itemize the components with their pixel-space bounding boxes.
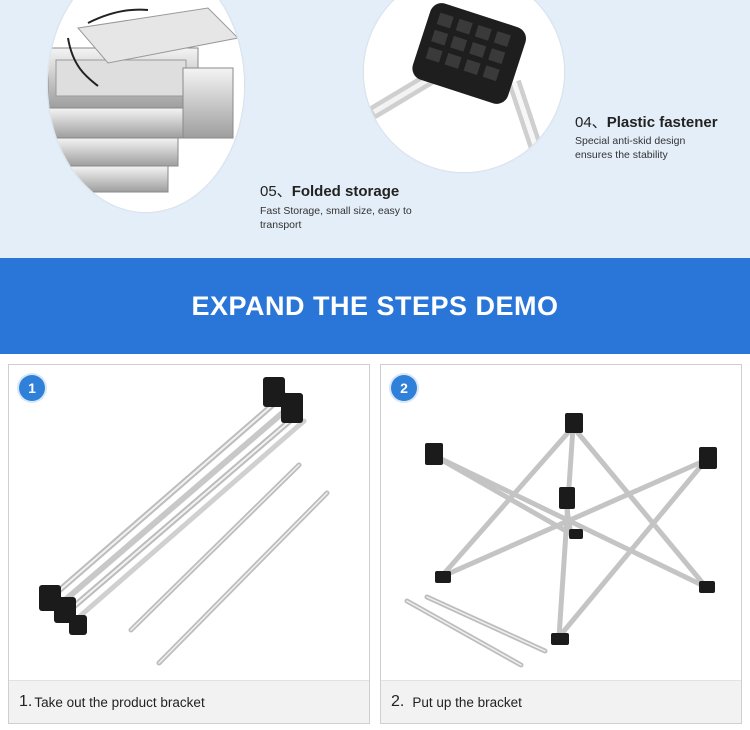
step-badge: 1 (19, 375, 45, 401)
step-caption-text: Take out the product bracket (34, 694, 205, 710)
feature-title: Plastic fastener (606, 114, 718, 131)
features-section: 05、Folded storage Fast Storage, small si… (0, 0, 750, 258)
step-number: 1. (19, 693, 33, 710)
feature-number: 05、 (260, 183, 292, 200)
step-caption: 2. Put up the bracket (381, 680, 741, 723)
feature-number: 04、 (575, 114, 607, 131)
banner-title: EXPAND THE STEPS DEMO (191, 290, 559, 321)
feature-plastic-fastener-description: Special anti-skid design ensures the sta… (575, 135, 686, 161)
step-1-illustration (39, 377, 330, 666)
step-badge: 2 (391, 375, 417, 401)
step-caption-text: Put up the bracket (412, 694, 522, 710)
step-number: 2. (391, 693, 405, 710)
feature-folded-storage-description: Fast Storage, small size, easy to transp… (260, 205, 412, 231)
steps-banner: EXPAND THE STEPS DEMO (0, 258, 750, 354)
step-caption: 1. Take out the product bracket (9, 680, 369, 723)
feature-folded-storage-title: 05、Folded storage (260, 180, 399, 201)
fastener-illustration (364, 0, 564, 172)
step-2-illustration (404, 413, 717, 668)
step-card-1: 1 1. Take out the product bracket (8, 364, 370, 724)
step-card-2: 2 2. Put up the bracket (380, 364, 742, 724)
feature-title: Folded storage (291, 183, 400, 200)
plastic-fastener-image (364, 0, 564, 172)
feature-plastic-fastener-title: 04、Plastic fastener (575, 111, 718, 132)
folded-storage-image (48, 0, 244, 212)
folded-bars-illustration (48, 0, 244, 212)
